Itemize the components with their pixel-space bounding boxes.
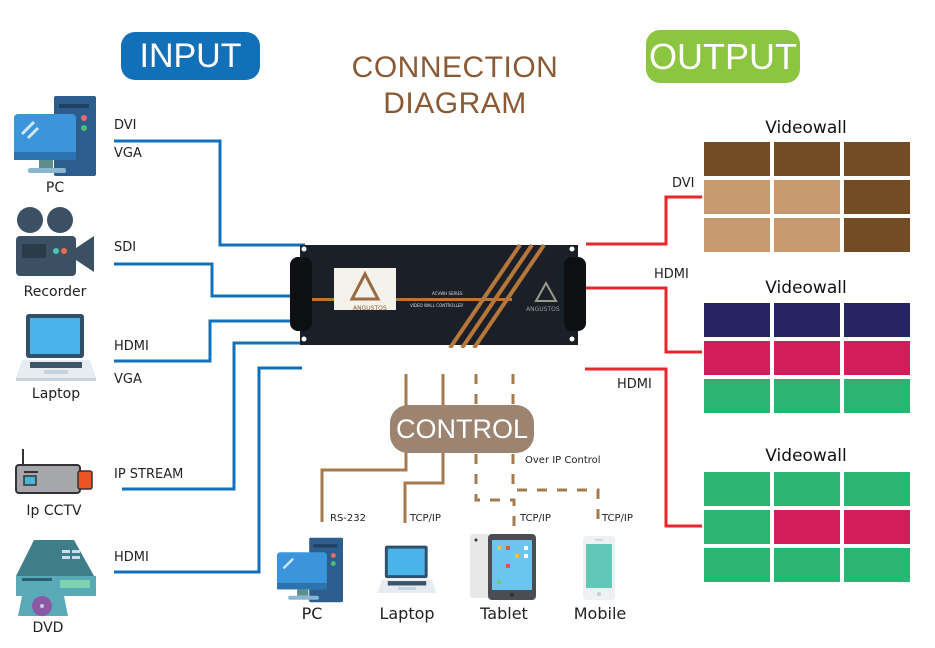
signal-label: HDMI xyxy=(114,339,149,354)
output-line-wall1 xyxy=(586,195,702,246)
videowall-tile xyxy=(774,472,840,506)
videowall-tile xyxy=(704,548,770,582)
videowall-tile xyxy=(844,180,910,214)
output-signal-label: HDMI xyxy=(617,377,652,392)
signal-label: HDMI xyxy=(114,550,149,565)
controller-brand-label-right: ANGUSTOS xyxy=(526,306,560,313)
videowall-tile xyxy=(774,379,840,413)
videowall-tile xyxy=(774,303,840,337)
link-label: RS-232 xyxy=(330,513,366,524)
videowall-tile xyxy=(844,510,910,544)
input-device-label: DVD xyxy=(32,620,64,636)
title-line-2: DIAGRAM xyxy=(383,87,527,120)
tablet-icon xyxy=(470,534,538,600)
output-lines xyxy=(585,195,702,528)
title-line-1: CONNECTION xyxy=(351,51,559,84)
controller-series-label: ACVWH SERIES xyxy=(432,291,463,296)
input-device-label: PC xyxy=(45,180,65,196)
output-signal-label: HDMI xyxy=(654,267,689,282)
videowall-tile xyxy=(774,510,840,544)
videowall-tile xyxy=(844,341,910,375)
control-device-label: PC xyxy=(301,604,323,623)
input-line-recorder xyxy=(114,262,295,298)
videowall-tile xyxy=(704,303,770,337)
videowall-tile xyxy=(704,218,770,252)
videowall-title: Videowall xyxy=(765,278,847,298)
control-device-label: Tablet xyxy=(480,604,528,623)
input-device-label: Ip CCTV xyxy=(26,503,82,519)
videowall-tile xyxy=(704,510,770,544)
link-label: TCP/IP xyxy=(410,513,441,524)
signal-label: SDI xyxy=(114,240,137,255)
over-ip-control-label: Over IP Control xyxy=(525,455,601,466)
videowall-tile xyxy=(844,142,910,176)
videowall-tile xyxy=(704,379,770,413)
videowall-tile xyxy=(704,180,770,214)
videowall-grid xyxy=(704,472,910,582)
video-wall-controller: ANGUSTOS ANGUSTOS ACVWH SERIES VIDEO WAL… xyxy=(290,241,586,350)
videowall-tile xyxy=(774,180,840,214)
input-lines xyxy=(114,139,305,574)
output-line-wall2 xyxy=(586,286,702,354)
control-device-label: Laptop xyxy=(379,604,435,623)
videowall-tile xyxy=(844,472,910,506)
laptop-icon xyxy=(376,541,438,599)
signal-label: VGA xyxy=(114,372,142,387)
controller-model-label: VIDEO WALL CONTROLLER xyxy=(410,303,464,308)
videowall-grid xyxy=(704,303,910,413)
videowall-tile xyxy=(844,379,910,413)
signal-label: DVI xyxy=(114,118,137,133)
videowall-tile xyxy=(774,548,840,582)
videowall-tile xyxy=(844,548,910,582)
videowall-tile xyxy=(774,218,840,252)
desktop-pc-icon xyxy=(277,537,343,603)
input-device-label: Laptop xyxy=(31,386,81,402)
videowall-tile xyxy=(704,142,770,176)
videowall-title: Videowall xyxy=(765,446,847,466)
link-label: TCP/IP xyxy=(520,513,551,524)
output-line-wall3 xyxy=(585,367,702,528)
signal-label: VGA xyxy=(114,146,142,161)
videowall-tile xyxy=(774,142,840,176)
output-signal-label: DVI xyxy=(672,176,695,191)
dvd-player-icon xyxy=(14,540,96,618)
video-camera-icon xyxy=(14,206,96,278)
desktop-pc-icon xyxy=(14,96,96,176)
control-line-pc xyxy=(320,374,408,522)
videowall-grid xyxy=(704,142,910,252)
signal-label: IP STREAM xyxy=(114,467,184,482)
videowall-tile xyxy=(844,303,910,337)
ip-camera-icon xyxy=(14,447,94,497)
videowall-tile xyxy=(704,472,770,506)
control-device-label: Mobile xyxy=(573,604,627,623)
input-device-label: Recorder xyxy=(23,284,87,300)
controller-brand-label: ANGUSTOS xyxy=(353,305,387,312)
input-line-ipcctv xyxy=(122,341,305,491)
output-badge: OUTPUT xyxy=(646,30,800,83)
input-line-laptop xyxy=(114,319,295,363)
input-line-dvd xyxy=(114,366,302,574)
videowall-tile xyxy=(844,218,910,252)
videowall-tile xyxy=(774,341,840,375)
videowall-title: Videowall xyxy=(765,118,847,138)
input-badge: INPUT xyxy=(121,32,260,80)
page-title: CONNECTION DIAGRAM xyxy=(330,50,580,122)
laptop-icon xyxy=(14,312,98,382)
input-line-pc xyxy=(114,139,305,247)
videowall-tile xyxy=(704,341,770,375)
mobile-phone-icon xyxy=(583,536,615,600)
link-label: TCP/IP xyxy=(602,513,633,524)
control-badge: CONTROL xyxy=(390,405,534,453)
